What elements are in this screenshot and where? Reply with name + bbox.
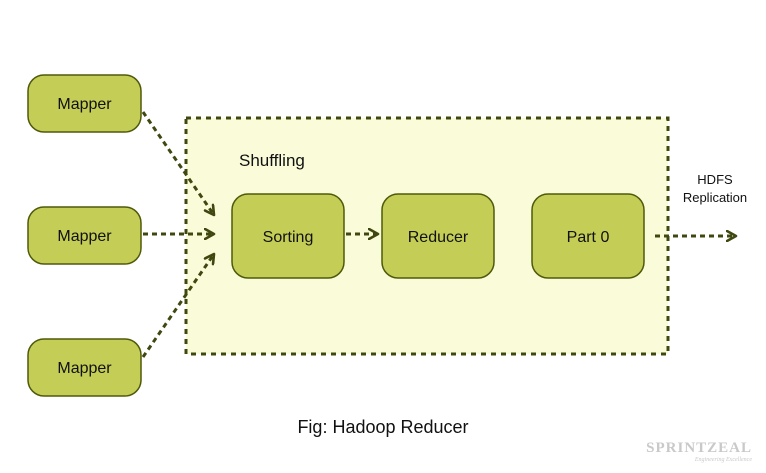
sprintzeal-watermark-logo: SPRINTZEAL Engineering Excellence — [646, 440, 752, 464]
reducer-node: Reducer — [381, 193, 495, 279]
part-0-label: Part 0 — [567, 229, 610, 246]
mapper-node-2: Mapper — [27, 206, 142, 265]
arrow-mapper3-to-sorting — [141, 254, 214, 358]
part-0-node: Part 0 — [531, 193, 645, 279]
mapper-node-3: Mapper — [27, 338, 142, 397]
shuffling-label: Shuffling — [239, 151, 305, 170]
mapper-node-1: Mapper — [27, 74, 142, 133]
hdfs-label-line1: HDFS — [697, 172, 733, 187]
sorting-label: Sorting — [263, 229, 314, 246]
watermark-tagline: Engineering Excellence — [694, 457, 752, 463]
mapper-label: Mapper — [57, 360, 112, 377]
watermark-brand: SPRINTZEAL — [646, 440, 752, 456]
arrow-mapper1-to-sorting — [141, 111, 214, 215]
hdfs-label-line2: Replication — [683, 190, 747, 205]
sorting-node: Sorting — [231, 193, 345, 279]
mapper-label: Mapper — [57, 228, 112, 245]
figure-caption: Fig: Hadoop Reducer — [297, 417, 469, 437]
reducer-label: Reducer — [408, 229, 469, 246]
mapper-label: Mapper — [57, 96, 112, 113]
